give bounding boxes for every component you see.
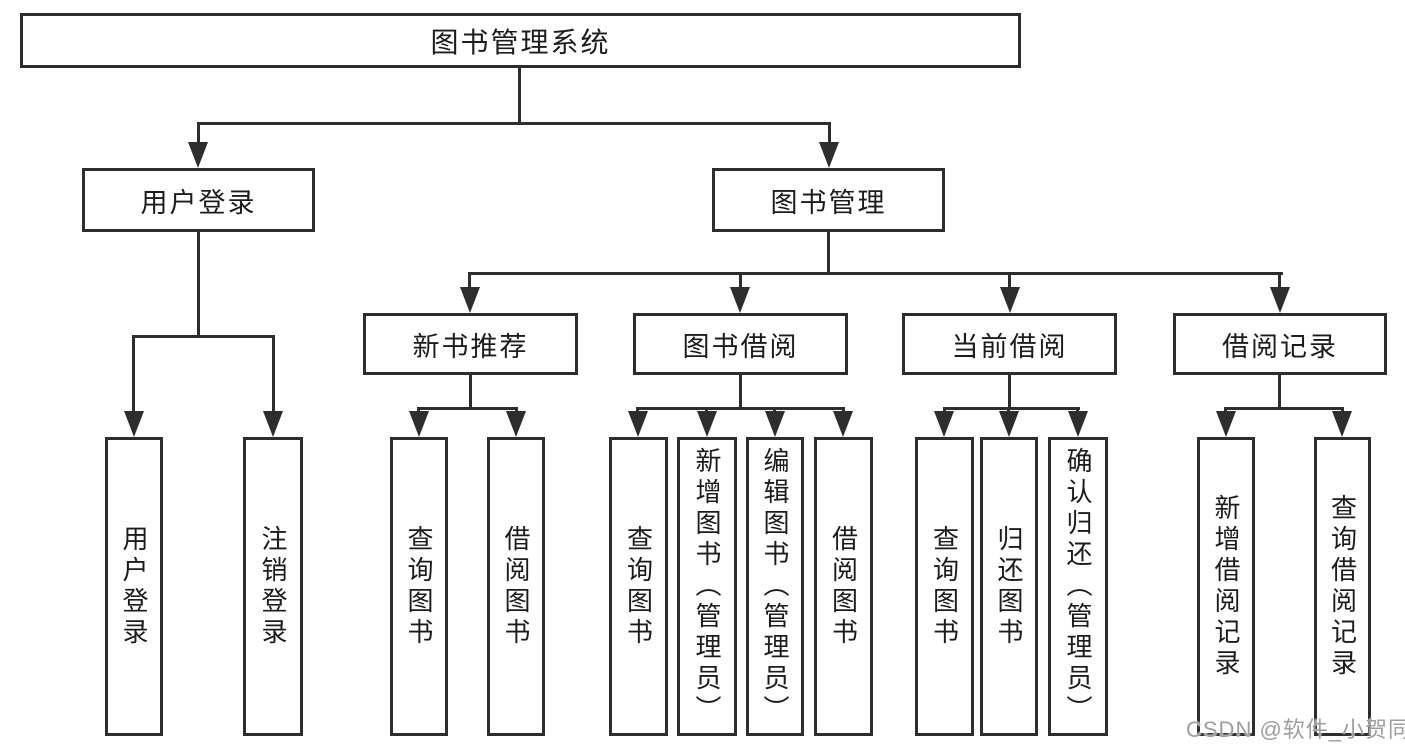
connector-line bbox=[1008, 272, 1011, 289]
leaf-add-book-admin: 新增图书（管理员） bbox=[677, 437, 737, 736]
connector-line bbox=[417, 407, 518, 410]
connector-line bbox=[739, 272, 742, 289]
arrow-down bbox=[730, 287, 750, 313]
connector-line bbox=[518, 66, 521, 125]
leaf-query-borrow-record-label: 查询借阅记录 bbox=[1327, 493, 1358, 680]
leaf-logout-label: 注销登录 bbox=[258, 524, 288, 649]
node-user-login: 用户登录 bbox=[82, 168, 315, 232]
leaf-return-books-label: 归还图书 bbox=[994, 524, 1024, 649]
leaf-edit-book-admin: 编辑图书（管理员） bbox=[746, 437, 804, 736]
leaf-borrow-books: 借阅图书 bbox=[487, 437, 545, 736]
arrow-down bbox=[833, 411, 853, 437]
arrow-down bbox=[460, 287, 480, 313]
leaf-query-books: 查询图书 bbox=[390, 437, 448, 736]
leaf-user-login-label: 用户登录 bbox=[119, 524, 149, 649]
connector-line bbox=[132, 335, 135, 413]
arrow-down bbox=[999, 411, 1019, 437]
node-borrowing-records-label: 借阅记录 bbox=[1222, 331, 1338, 362]
leaf-borrow-books-label: 借阅图书 bbox=[828, 524, 859, 649]
node-book-borrowing: 图书借阅 bbox=[633, 313, 848, 375]
leaf-user-login: 用户登录 bbox=[105, 437, 163, 736]
arrow-down bbox=[765, 411, 785, 437]
arrow-down bbox=[819, 142, 839, 168]
connector-line bbox=[943, 407, 1080, 410]
node-book-borrowing-label: 图书借阅 bbox=[682, 331, 799, 362]
leaf-query-borrow-record: 查询借阅记录 bbox=[1314, 437, 1371, 736]
arrow-down bbox=[1332, 411, 1352, 437]
arrow-down bbox=[1216, 411, 1236, 437]
node-book-management-label: 图书管理 bbox=[770, 187, 887, 218]
node-root: 图书管理系统 bbox=[20, 13, 1021, 68]
connector-line bbox=[636, 407, 845, 410]
leaf-query-books: 查询图书 bbox=[915, 437, 974, 736]
connector-line bbox=[469, 373, 472, 410]
node-borrowing-records: 借阅记录 bbox=[1173, 313, 1387, 375]
leaf-query-books-label: 查询图书 bbox=[623, 524, 654, 649]
leaf-edit-book-admin-label: 编辑图书（管理员） bbox=[760, 447, 790, 726]
node-current-borrowing-label: 当前借阅 bbox=[951, 331, 1068, 362]
node-new-book-recommend-label: 新书推荐 bbox=[412, 331, 529, 362]
arrow-down bbox=[697, 411, 717, 437]
connector-line bbox=[197, 122, 200, 146]
leaf-confirm-return-admin: 确认归还（管理员） bbox=[1048, 437, 1108, 736]
connector-line bbox=[828, 122, 831, 146]
connector-line bbox=[468, 272, 1283, 275]
arrow-down bbox=[628, 411, 648, 437]
connector-line bbox=[1008, 373, 1011, 410]
arrow-down bbox=[263, 411, 283, 437]
node-new-book-recommend: 新书推荐 bbox=[363, 313, 578, 375]
arrow-down bbox=[188, 142, 208, 168]
leaf-confirm-return-admin-label: 确认归还（管理员） bbox=[1063, 447, 1093, 726]
arrow-down bbox=[1270, 287, 1290, 313]
arrow-down bbox=[1000, 287, 1020, 313]
arrow-down bbox=[1068, 411, 1088, 437]
connector-line bbox=[827, 230, 830, 275]
node-root-label: 图书管理系统 bbox=[430, 26, 611, 58]
node-book-management: 图书管理 bbox=[712, 168, 945, 232]
connector-line bbox=[468, 272, 471, 289]
leaf-add-borrow-record: 新增借阅记录 bbox=[1197, 437, 1255, 736]
node-current-borrowing: 当前借阅 bbox=[902, 313, 1117, 375]
leaf-add-book-admin-label: 新增图书（管理员） bbox=[692, 447, 722, 726]
arrow-down bbox=[934, 411, 954, 437]
leaf-query-books: 查询图书 bbox=[609, 437, 668, 736]
node-user-login-label: 用户登录 bbox=[140, 187, 257, 218]
leaf-borrow-books-label: 借阅图书 bbox=[501, 524, 531, 649]
arrow-down bbox=[506, 411, 526, 437]
connector-line bbox=[739, 373, 742, 410]
connector-line bbox=[272, 335, 275, 413]
connector-line bbox=[197, 230, 200, 338]
connector-line bbox=[197, 122, 831, 125]
watermark: CSDN @软件_小贺同学 bbox=[1186, 717, 1405, 742]
leaf-return-books: 归还图书 bbox=[980, 437, 1038, 736]
arrow-down bbox=[409, 411, 429, 437]
connector-line bbox=[132, 335, 275, 338]
leaf-borrow-books: 借阅图书 bbox=[814, 437, 873, 736]
leaf-logout: 注销登录 bbox=[243, 437, 303, 736]
connector-line bbox=[1278, 272, 1281, 289]
leaf-query-books-label: 查询图书 bbox=[929, 524, 960, 649]
connector-line bbox=[1278, 373, 1281, 410]
leaf-query-books-label: 查询图书 bbox=[404, 524, 434, 649]
leaf-add-borrow-record-label: 新增借阅记录 bbox=[1211, 493, 1241, 680]
connector-line bbox=[1224, 407, 1344, 410]
arrow-down bbox=[124, 411, 144, 437]
